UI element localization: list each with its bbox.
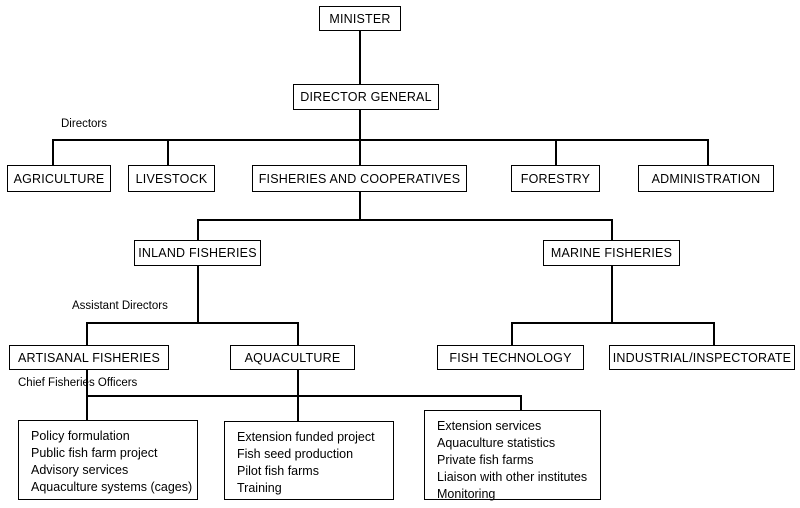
caption-chief-fisheries-officers: Chief Fisheries Officers xyxy=(18,377,138,389)
connector-bus-fisheries xyxy=(359,139,361,165)
list-item: Training xyxy=(237,481,282,495)
list-item: Policy formulation xyxy=(31,429,130,443)
connector-directors-bus xyxy=(52,139,707,141)
connector-bus-administration xyxy=(707,139,709,165)
connector-bus-livestock xyxy=(167,139,169,165)
list-marine-tasks: Extension services Aquaculture statistic… xyxy=(424,410,601,501)
node-artisanal-fisheries[interactable]: ARTISANAL FISHERIES xyxy=(9,345,169,370)
connector-aquaculture-down xyxy=(297,370,299,422)
node-aquaculture[interactable]: AQUACULTURE xyxy=(230,345,355,370)
connector-split-industrial xyxy=(713,322,715,345)
node-fisheries-and-cooperatives[interactable]: FISHERIES AND COOPERATIVES xyxy=(252,165,467,192)
connector-bus-forestry xyxy=(555,139,557,165)
node-industrial-inspectorate[interactable]: INDUSTRIAL/INSPECTORATE xyxy=(609,345,795,370)
node-inland-fisheries[interactable]: INLAND FISHERIES xyxy=(134,240,261,266)
connector-split-aquaculture xyxy=(297,322,299,345)
list-item: Monitoring xyxy=(437,487,496,501)
connector-fisheries-split xyxy=(197,219,612,221)
connector-split-inland xyxy=(197,219,199,240)
list-item: Fish seed production xyxy=(237,447,354,461)
list-item: Advisory services xyxy=(31,463,129,477)
list-item: Liaison with other institutes xyxy=(437,470,588,484)
connector-fisheries-down xyxy=(359,192,361,220)
connector-minister-dg xyxy=(359,31,361,84)
list-item: Extension funded project xyxy=(237,430,375,444)
node-forestry[interactable]: FORESTRY xyxy=(511,165,600,192)
list-artisanal-fisheries-tasks: Policy formulation Public fish farm proj… xyxy=(18,420,198,500)
connector-split-fishtech xyxy=(511,322,513,345)
connector-artisanal-down xyxy=(86,370,88,396)
caption-assistant-directors: Assistant Directors xyxy=(72,300,168,312)
list-aquaculture-tasks: Extension funded project Fish seed produ… xyxy=(224,421,394,500)
list-item: Public fish farm project xyxy=(31,446,158,460)
node-minister[interactable]: MINISTER xyxy=(319,6,401,31)
node-administration[interactable]: ADMINISTRATION xyxy=(638,165,774,192)
node-marine-fisheries[interactable]: MARINE FISHERIES xyxy=(543,240,680,266)
connector-split-marine xyxy=(611,219,613,240)
connector-cfo-bus-left xyxy=(86,395,88,421)
caption-directors: Directors xyxy=(61,118,108,130)
node-fish-technology[interactable]: FISH TECHNOLOGY xyxy=(437,345,584,370)
node-livestock[interactable]: LIVESTOCK xyxy=(128,165,215,192)
connector-bus-agriculture xyxy=(52,139,54,165)
list-item: Extension services xyxy=(437,419,542,433)
connector-cfo-bus xyxy=(86,395,521,397)
connector-split-artisanal xyxy=(86,322,88,345)
list-item: Private fish farms xyxy=(437,453,534,467)
connector-marine-split xyxy=(511,322,714,324)
connector-marine-down xyxy=(611,266,613,323)
node-agriculture[interactable]: AGRICULTURE xyxy=(7,165,111,192)
connector-inland-split xyxy=(86,322,298,324)
connector-inland-down xyxy=(197,266,199,323)
connector-cfo-bus-right xyxy=(520,395,522,411)
list-item: Pilot fish farms xyxy=(237,464,319,478)
node-director-general[interactable]: DIRECTOR GENERAL xyxy=(293,84,439,110)
connector-dg-down xyxy=(359,110,361,140)
list-item: Aquaculture statistics xyxy=(437,436,556,450)
list-item: Aquaculture systems (cages) xyxy=(31,480,193,494)
